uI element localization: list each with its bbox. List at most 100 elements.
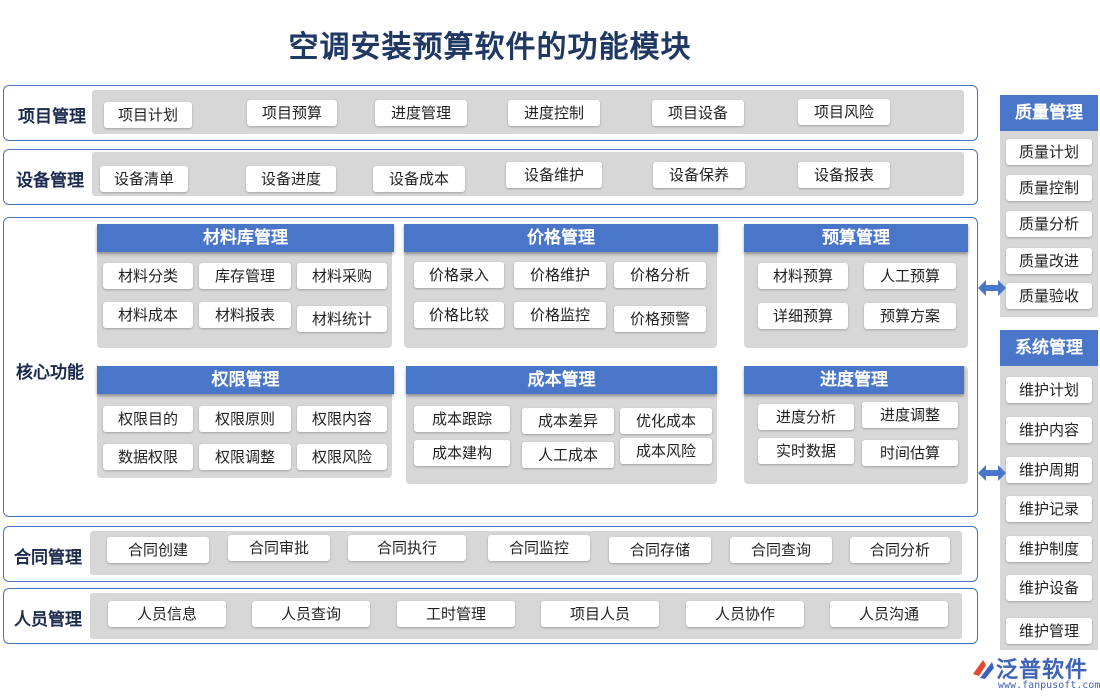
system-item[interactable]: 维护周期 [1006,457,1092,483]
system-item[interactable]: 维护记录 [1006,496,1092,522]
project-row: 项目管理 项目计划 项目预算 进度管理 进度控制 项目设备 项目风险 [3,85,978,141]
schedule-item[interactable]: 时间估算 [862,440,958,466]
group-permission-title: 权限管理 [97,366,394,394]
quality-panel [1000,95,1098,317]
materials-item[interactable]: 库存管理 [199,263,291,289]
schedule-item[interactable]: 实时数据 [758,438,854,464]
row-label-staff: 人员管理 [14,610,82,630]
group-schedule: 进度管理 进度分析 进度调整 实时数据 时间估算 [744,366,968,484]
schedule-item[interactable]: 进度分析 [758,404,854,430]
group-budget: 预算管理 材料预算 人工预算 详细预算 预算方案 [744,224,968,348]
equipment-item[interactable]: 设备报表 [798,162,890,188]
system-item[interactable]: 维护制度 [1006,536,1092,562]
project-item[interactable]: 项目风险 [798,99,890,125]
equipment-item[interactable]: 设备清单 [100,166,188,192]
row-label-contract: 合同管理 [14,548,82,568]
price-item[interactable]: 价格分析 [614,262,706,288]
double-arrow-icon [978,280,1006,296]
contract-item[interactable]: 合同监控 [488,535,590,561]
price-item[interactable]: 价格录入 [414,262,504,288]
row-label-project: 项目管理 [18,107,86,127]
group-schedule-title: 进度管理 [744,366,964,394]
materials-item[interactable]: 材料报表 [199,302,291,328]
permission-item[interactable]: 权限内容 [297,406,387,432]
budget-item[interactable]: 人工预算 [864,263,956,289]
group-permission: 权限管理 权限目的 权限原则 权限内容 数据权限 权限调整 权限风险 [97,366,394,478]
contract-item[interactable]: 合同审批 [228,535,330,561]
group-cost: 成本管理 成本跟踪 成本差异 优化成本 成本建构 人工成本 成本风险 [406,366,717,484]
cost-item[interactable]: 成本建构 [414,440,510,466]
price-item[interactable]: 价格预警 [614,306,706,332]
cost-item[interactable]: 成本差异 [522,408,614,434]
cost-item[interactable]: 成本跟踪 [414,406,510,432]
row-label-core: 核心功能 [16,363,84,383]
project-item[interactable]: 项目计划 [104,102,192,128]
permission-item[interactable]: 数据权限 [103,444,193,470]
system-item[interactable]: 维护内容 [1006,417,1092,443]
project-item[interactable]: 进度控制 [508,100,600,126]
staff-row: 人员管理 人员信息 人员查询 工时管理 项目人员 人员协作 人员沟通 [3,588,978,644]
permission-item[interactable]: 权限调整 [199,444,291,470]
materials-item[interactable]: 材料采购 [297,263,387,289]
contract-item[interactable]: 合同执行 [348,535,466,561]
cost-item[interactable]: 成本风险 [620,438,712,464]
staff-item[interactable]: 工时管理 [397,601,515,627]
system-item[interactable]: 维护设备 [1006,575,1092,601]
budget-item[interactable]: 材料预算 [758,263,848,289]
group-price-title: 价格管理 [404,224,718,252]
equipment-item[interactable]: 设备维护 [506,162,602,188]
system-item[interactable]: 维护管理 [1006,618,1092,644]
contract-item[interactable]: 合同分析 [850,537,950,563]
price-item[interactable]: 价格维护 [514,262,606,288]
group-materials-title: 材料库管理 [97,224,394,252]
schedule-item[interactable]: 进度调整 [862,402,958,428]
cost-item[interactable]: 人工成本 [522,442,614,468]
price-item[interactable]: 价格监控 [514,302,606,328]
project-item[interactable]: 项目设备 [652,100,744,126]
logo-mark-icon [973,660,994,679]
contract-item[interactable]: 合同创建 [107,537,209,563]
budget-item[interactable]: 预算方案 [864,303,956,329]
contract-item[interactable]: 合同查询 [730,537,832,563]
quality-item[interactable]: 质量改进 [1006,248,1092,274]
materials-item[interactable]: 材料统计 [297,306,387,332]
staff-item[interactable]: 人员沟通 [830,601,948,627]
equipment-item[interactable]: 设备进度 [246,166,336,192]
quality-item[interactable]: 质量控制 [1006,175,1092,201]
cost-item[interactable]: 优化成本 [620,408,712,434]
materials-item[interactable]: 材料成本 [103,302,193,328]
system-item[interactable]: 维护计划 [1006,377,1092,403]
price-item[interactable]: 价格比较 [414,302,504,328]
permission-item[interactable]: 权限目的 [103,406,193,432]
quality-item[interactable]: 质量验收 [1006,283,1092,309]
logo-url: www.fanpusoft.com [998,680,1100,691]
permission-item[interactable]: 权限风险 [297,444,387,470]
group-cost-title: 成本管理 [406,366,717,394]
contract-item[interactable]: 合同存储 [609,537,711,563]
budget-item[interactable]: 详细预算 [758,303,848,329]
page-title: 空调安装预算软件的功能模块 [288,30,692,65]
brand-logo: 泛普软件 www.fanpusoft.com [968,652,1100,696]
project-item[interactable]: 进度管理 [375,100,467,126]
row-label-equipment: 设备管理 [16,171,84,191]
contract-row: 合同管理 合同创建 合同审批 合同执行 合同监控 合同存储 合同查询 合同分析 [3,526,978,582]
quality-item[interactable]: 质量分析 [1006,211,1092,237]
system-title: 系统管理 [1000,330,1098,366]
permission-item[interactable]: 权限原则 [199,406,291,432]
staff-item[interactable]: 人员协作 [686,601,804,627]
logo-name: 泛普软件 [996,658,1089,683]
equipment-item[interactable]: 设备保养 [653,162,745,188]
staff-strip [90,593,962,639]
quality-title: 质量管理 [1000,95,1098,131]
quality-item[interactable]: 质量计划 [1006,139,1092,165]
project-item[interactable]: 项目预算 [247,100,337,126]
group-price: 价格管理 价格录入 价格维护 价格分析 价格比较 价格监控 价格预警 [404,224,718,348]
equipment-row: 设备管理 设备清单 设备进度 设备成本 设备维护 设备保养 设备报表 [3,149,978,205]
staff-item[interactable]: 人员查询 [252,601,370,627]
double-arrow-icon [978,465,1006,481]
staff-item[interactable]: 项目人员 [541,601,659,627]
core-row: 核心功能 材料库管理 材料分类 库存管理 材料采购 材料成本 材料报表 材料统计… [3,217,978,517]
staff-item[interactable]: 人员信息 [108,601,226,627]
equipment-item[interactable]: 设备成本 [373,166,465,192]
materials-item[interactable]: 材料分类 [103,263,193,289]
